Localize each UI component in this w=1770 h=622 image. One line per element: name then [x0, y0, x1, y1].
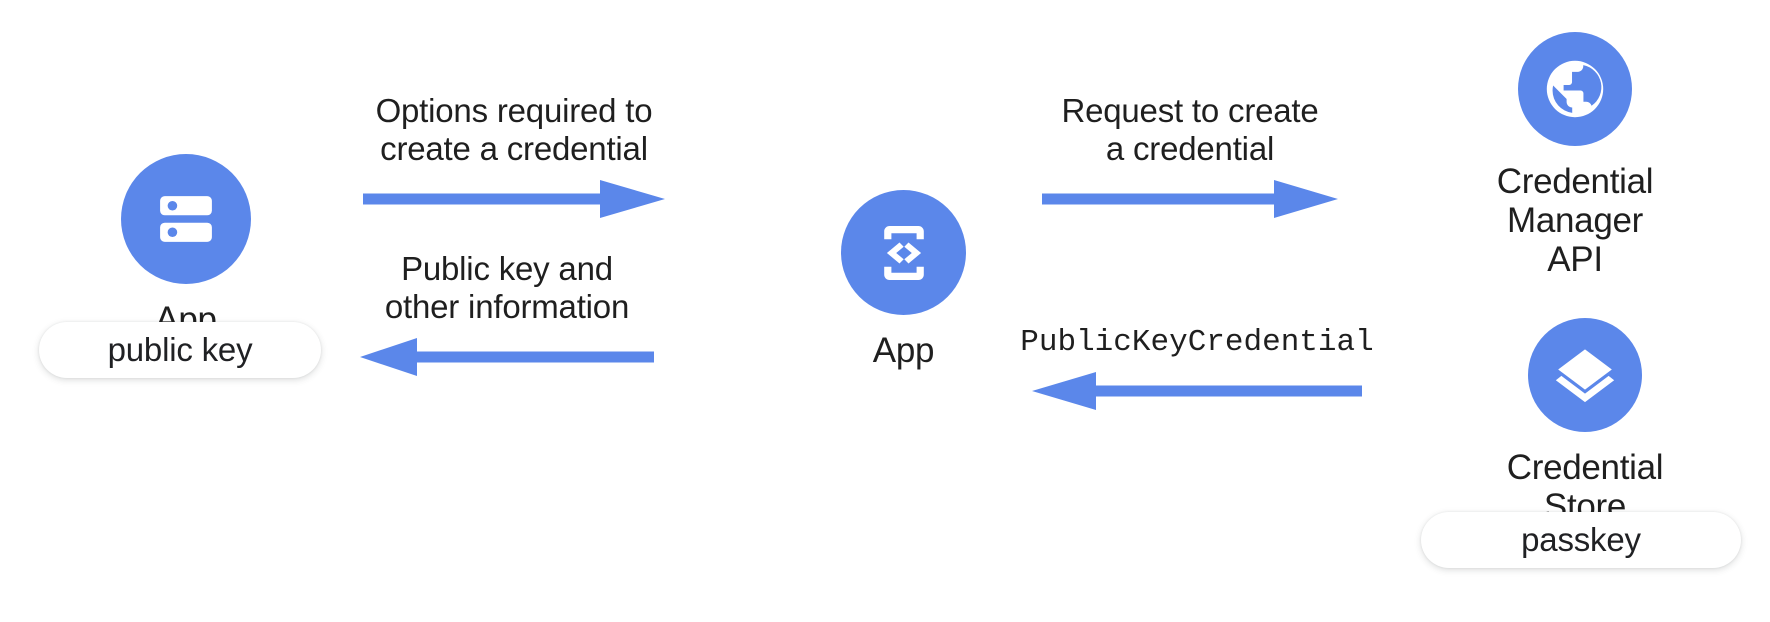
- layers-icon: [1555, 349, 1615, 403]
- node-label-app: App: [872, 331, 935, 370]
- flow-label-public-key-info: Public key and other information: [384, 250, 630, 326]
- arrow-request-to-create: [1042, 179, 1338, 219]
- arrow-public-key-credential: [1032, 371, 1362, 411]
- flow-public-key-credential: PublicKeyCredential: [1020, 325, 1374, 411]
- flow-label-public-key-credential: PublicKeyCredential: [1020, 325, 1374, 360]
- credential-store-circle: [1528, 318, 1642, 432]
- flow-request-to-create: Request to create a credential: [1030, 92, 1350, 219]
- flow-public-key-info: Public key and other information: [347, 250, 667, 377]
- passkey-pill: passkey: [1421, 512, 1741, 568]
- app-device-code-icon: [883, 225, 924, 280]
- globe-icon: [1546, 60, 1604, 118]
- node-label-credential-manager-api: Credential Manager API: [1496, 162, 1654, 280]
- node-credential-store: Credential Store: [1507, 318, 1664, 526]
- flow-label-options-required: Options required to create a credential: [375, 92, 653, 168]
- flow-label-request-to-create: Request to create a credential: [1061, 92, 1319, 168]
- credential-manager-api-circle: [1518, 32, 1632, 146]
- flow-options-required: Options required to create a credential: [354, 92, 674, 219]
- server-icon: [160, 196, 212, 242]
- app-circle: [841, 190, 966, 315]
- node-credential-manager-api: Credential Manager API: [1497, 32, 1654, 280]
- passkey-pill-label: passkey: [1521, 521, 1641, 558]
- node-app: App: [841, 190, 966, 370]
- arrow-options-required: [363, 179, 665, 219]
- public-key-pill-label: public key: [107, 331, 253, 368]
- arrow-public-key-info: [360, 337, 654, 377]
- app-server-circle: [121, 154, 251, 284]
- public-key-pill: public key: [39, 322, 321, 378]
